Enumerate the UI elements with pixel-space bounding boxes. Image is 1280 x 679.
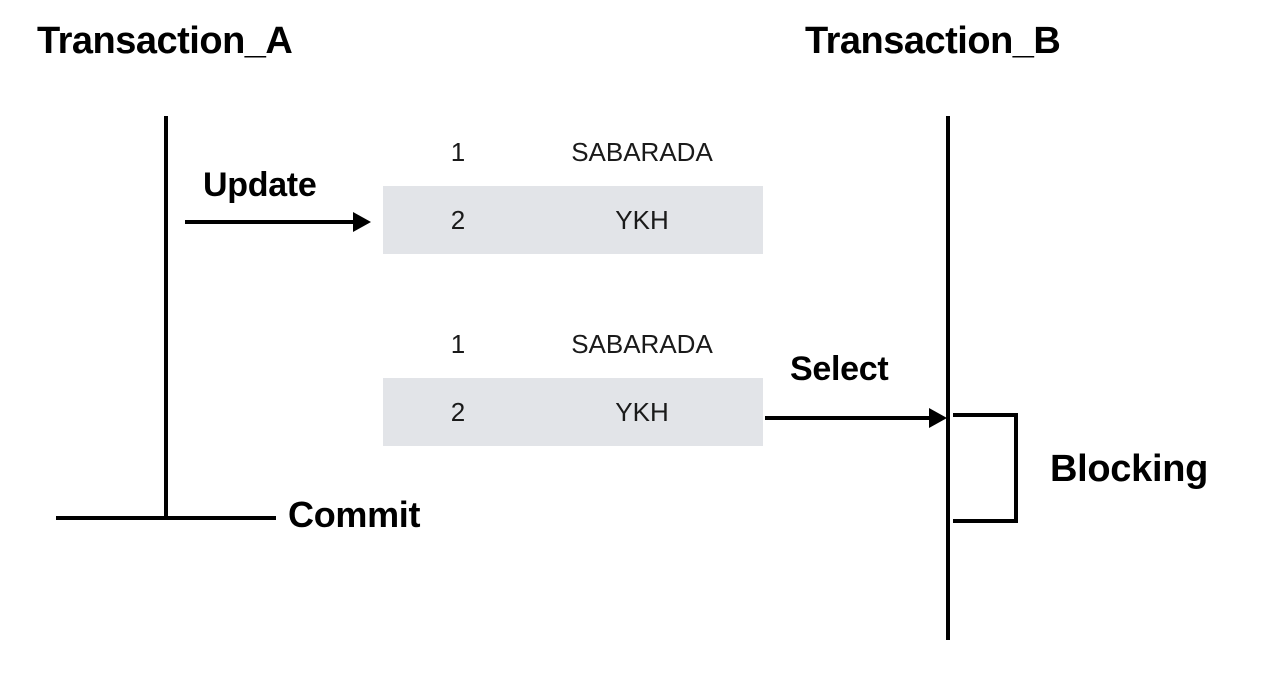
lifeline-title-transaction-a: Transaction_A — [37, 20, 293, 62]
message-arrow-update — [185, 220, 355, 224]
arrow-head-icon-update — [353, 212, 371, 232]
lifeline-transaction-b — [946, 116, 950, 640]
table-cell-id: 1 — [450, 136, 466, 167]
table-cell-name: YKH — [615, 396, 669, 427]
table-row: 1 SABARADA — [383, 310, 763, 378]
table-row: 1 SABARADA — [383, 118, 763, 186]
table-cell-name: SABARADA — [571, 328, 713, 359]
lifeline-title-transaction-b: Transaction_B — [805, 20, 1061, 62]
blocking-bracket — [953, 413, 1018, 523]
commit-marker-line — [56, 516, 276, 520]
table-cell-name: SABARADA — [571, 136, 713, 167]
lifeline-transaction-a — [164, 116, 168, 520]
message-label-update: Update — [203, 166, 317, 204]
blocking-label: Blocking — [1050, 448, 1209, 490]
table-cell-id: 2 — [450, 204, 466, 235]
message-arrow-select — [765, 416, 931, 420]
data-table-2: 1 SABARADA 2 YKH — [383, 310, 763, 446]
table-cell-id: 1 — [450, 328, 466, 359]
commit-label: Commit — [288, 494, 421, 535]
message-label-select: Select — [790, 350, 889, 388]
table-row: 2 YKH — [383, 186, 763, 254]
arrow-head-icon-select — [929, 408, 947, 428]
table-row: 2 YKH — [383, 378, 763, 446]
data-table-1: 1 SABARADA 2 YKH — [383, 118, 763, 254]
table-cell-id: 2 — [450, 396, 466, 427]
table-cell-name: YKH — [615, 204, 669, 235]
